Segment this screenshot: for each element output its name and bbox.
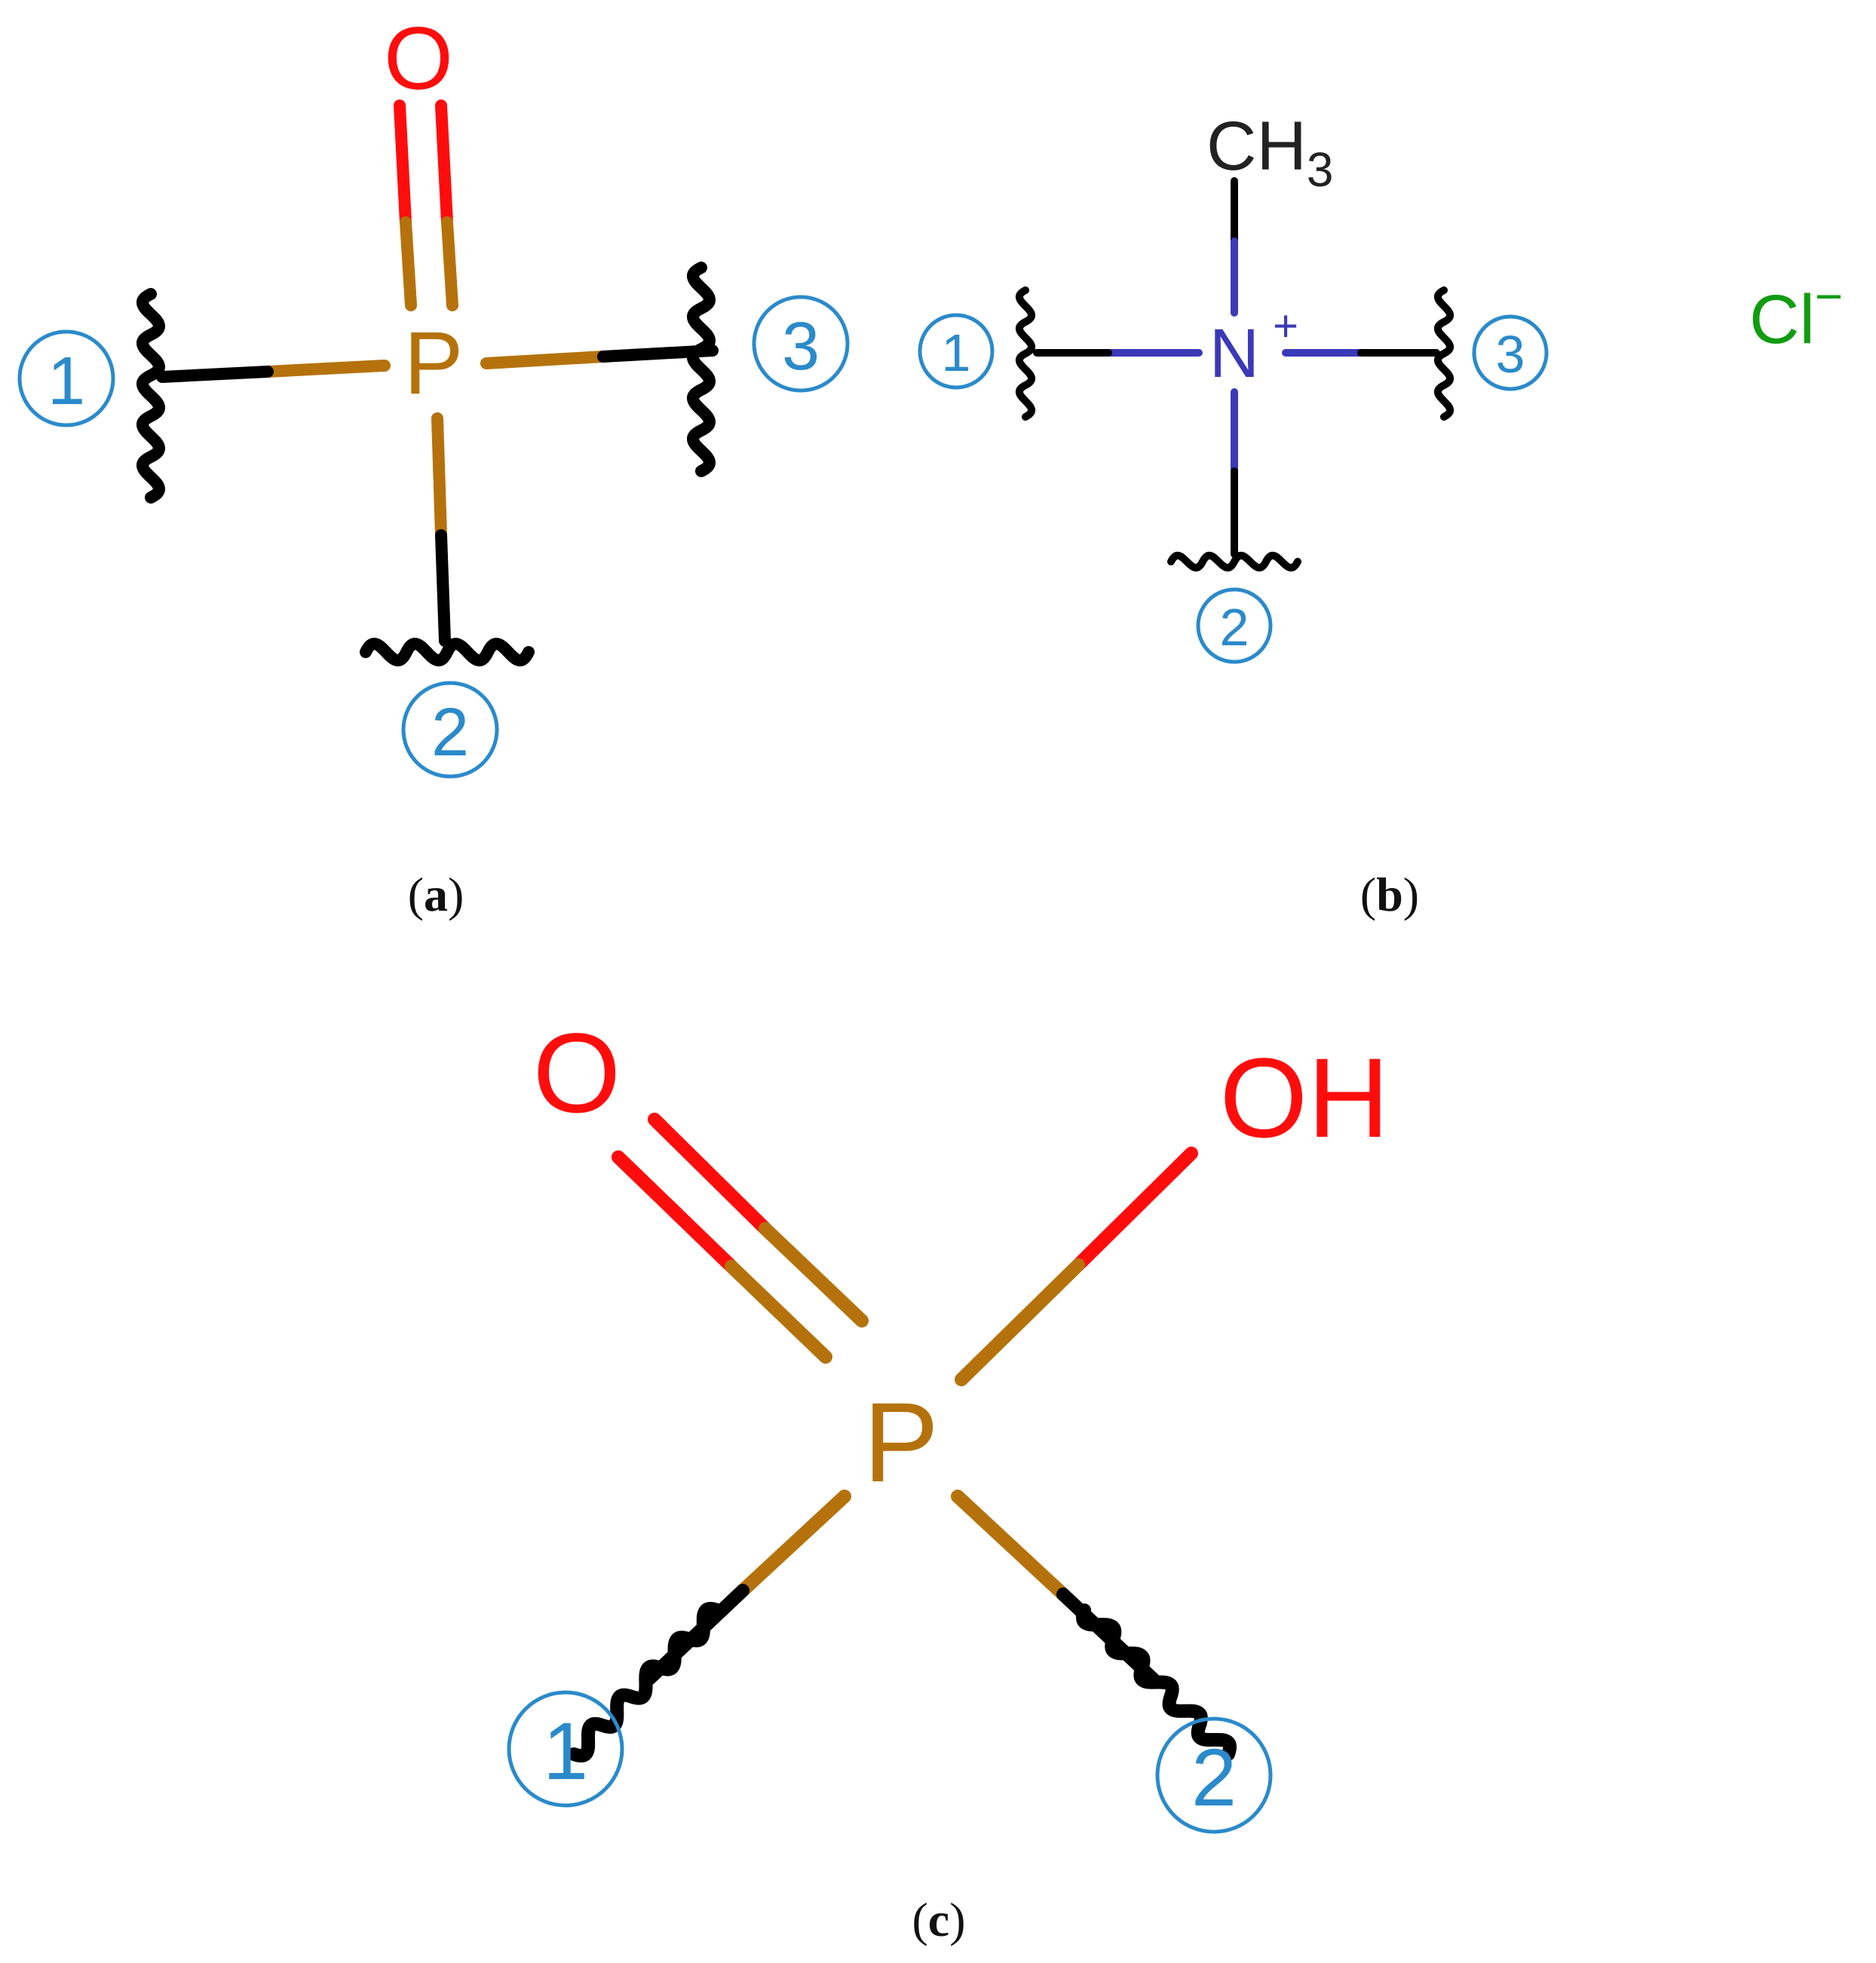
bond-p-o-double-1-lower (400, 216, 417, 311)
atom-phosphorus: P (863, 1379, 939, 1505)
atom-phosphorus: P (404, 314, 464, 413)
site-2-label: 2 (1220, 598, 1249, 657)
methyl-group: CH3 (1206, 108, 1333, 197)
hydroxyl-group: OH (1220, 1034, 1390, 1161)
bond-p-o-double-1-lower (725, 1260, 832, 1364)
bond-p-o-double-1 (394, 100, 412, 228)
wavy-attachment-site3 (687, 262, 716, 477)
wavy-attachment-site1 (1016, 286, 1035, 421)
bond-p-site2-inner (951, 1490, 1070, 1601)
atom-oxygen: O (384, 9, 453, 109)
site-3-label: 3 (1496, 325, 1525, 384)
wavy-attachment-site2 (360, 638, 535, 666)
bond-p-o-double-1 (612, 1150, 738, 1273)
site-2-label: 2 (431, 695, 469, 770)
wavy-attachment-site3 (1434, 286, 1454, 421)
panel-c-phosphonic-acid: O OH P 1 2 (c) (507, 1009, 1390, 1946)
bond-p-oh-inner (955, 1258, 1085, 1386)
site-1-circle (918, 313, 995, 390)
chloride-ion: Cl− (1749, 269, 1843, 358)
site-1-label: 1 (48, 344, 85, 419)
bond-p-site1-outer (156, 366, 274, 383)
panel-b-quaternary-ammonium: CH3 N + Cl− 1 2 3 (b) (918, 108, 1843, 921)
site-1-label: 1 (543, 1705, 588, 1796)
site-2-label: 2 (1191, 1732, 1237, 1823)
site-3-circle (752, 295, 850, 393)
bond-p-oh-outer (1071, 1147, 1198, 1272)
caption-c: (c) (912, 1893, 965, 1946)
site-3-label: 3 (782, 309, 820, 384)
bond-p-o-double-2 (435, 100, 453, 228)
site-3-circle (1472, 314, 1549, 391)
wavy-attachment-site2 (1167, 552, 1301, 571)
wavy-attachment-site1 (136, 288, 165, 504)
bond-p-site2-inner (431, 412, 447, 541)
bond-p-site1-inner (736, 1490, 851, 1597)
bond-p-site2-outer (435, 529, 451, 647)
panel-a-phosphine-oxide: O P 1 2 3 (a) (17, 9, 850, 921)
site-1-circle (507, 1690, 624, 1808)
site-1-label: 1 (942, 323, 971, 382)
site-2-circle (1155, 1716, 1273, 1834)
atom-nitrogen: N (1209, 315, 1259, 392)
site-2-circle (1196, 587, 1273, 664)
wavy-attachment-site1 (567, 1602, 725, 1762)
bond-p-site3-inner (480, 351, 609, 369)
bond-p-o-double-2 (648, 1113, 772, 1236)
bond-p-site1-inner (262, 360, 391, 378)
bond-p-o-double-2-lower (441, 216, 458, 311)
wavy-attachment-site2 (1076, 1603, 1237, 1761)
caption-a: (a) (408, 868, 464, 921)
nitrogen-positive-charge: + (1273, 302, 1298, 351)
atom-oxygen: O (533, 1009, 621, 1136)
caption-b: (b) (1360, 868, 1419, 921)
site-1-circle (17, 329, 115, 427)
bond-p-o-double-2-lower (759, 1222, 869, 1328)
site-2-circle (401, 681, 499, 779)
